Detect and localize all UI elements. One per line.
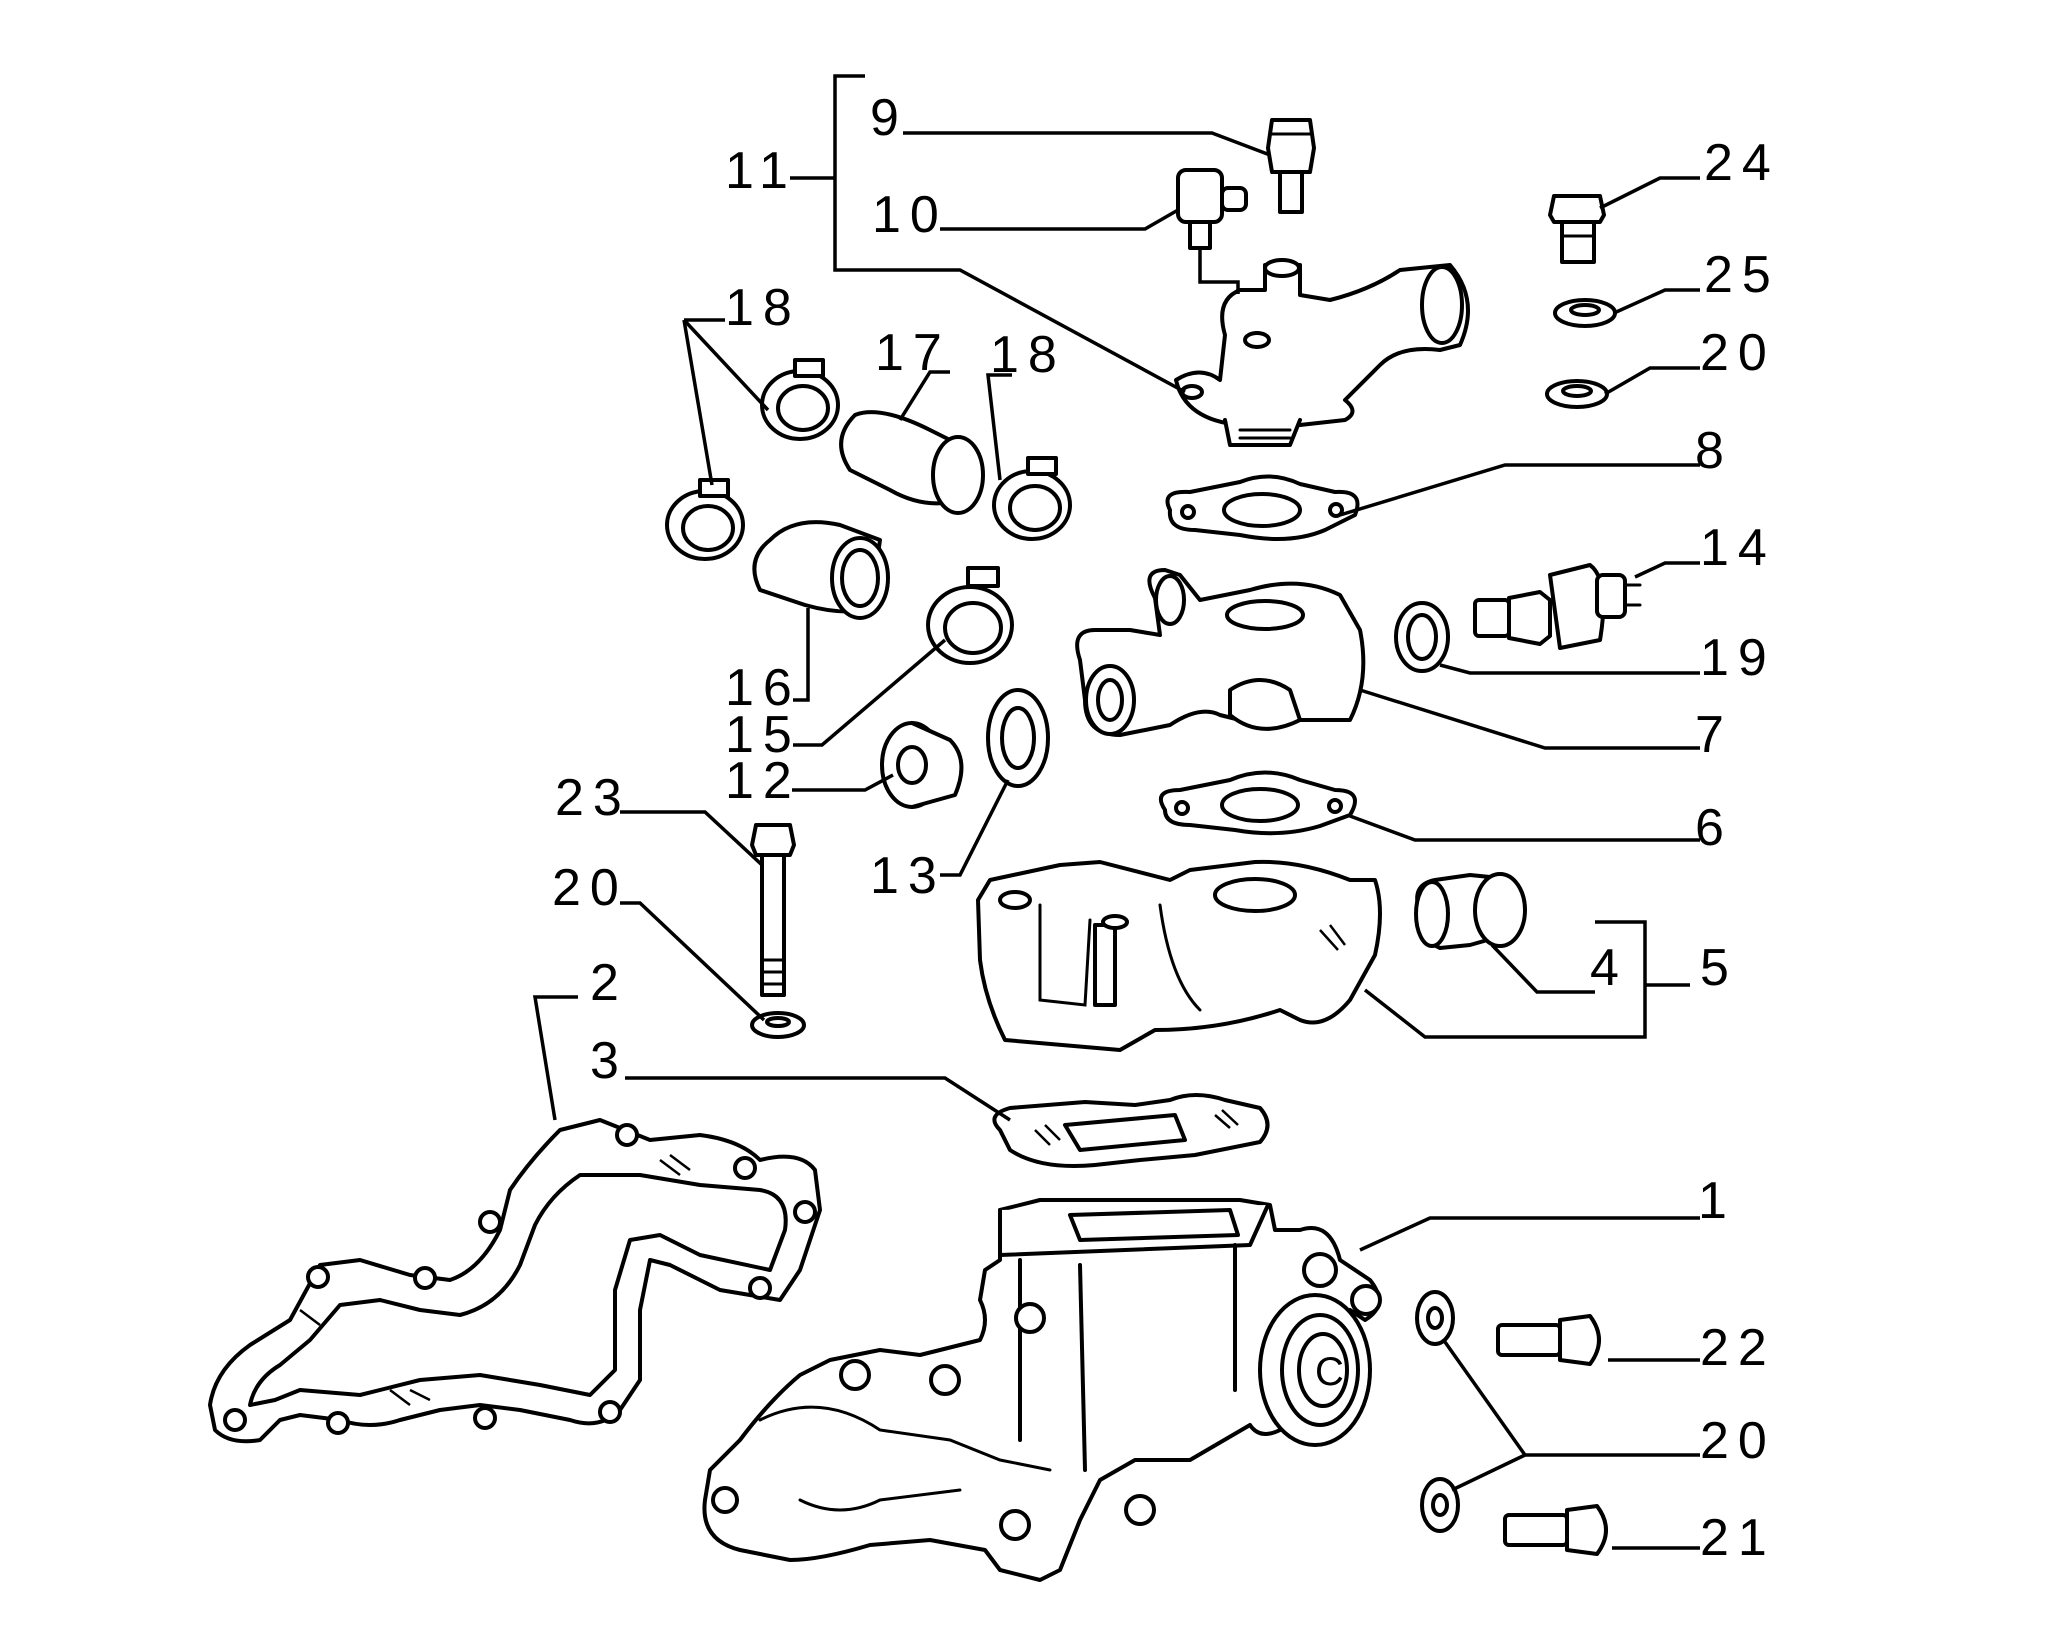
part-10-fitting [1176,168,1248,250]
callout-18-left: 18 [725,279,801,337]
callout-12: 12 [725,752,801,810]
leader-lines [532,74,1700,1550]
part-1-water-pump-body: C [702,1198,1382,1582]
callout-14: 14 [1700,519,1776,577]
callout-22: 22 [1700,1319,1776,1377]
part-13-sealing-ring [986,688,1050,788]
callout-19: 19 [1700,629,1776,687]
callout-9: 9 [870,89,908,147]
part-20-washer-left [750,1011,806,1039]
callout-18-right: 18 [990,326,1066,384]
part-6-gasket [1159,770,1357,836]
part-18-hose-clamp-right [992,456,1072,541]
callout-15: 15 [725,706,801,764]
svg-text:C: C [1315,1350,1344,1394]
callout-16: 16 [725,659,801,717]
callout-13: 13 [870,847,946,905]
part-14-temp-sender [1473,563,1642,650]
part-18-hose-clamp-upper [760,358,840,441]
callout-2: 2 [590,954,628,1012]
callout-20-bottom: 20 [1700,1412,1776,1470]
part-12-plug [880,721,964,809]
part-22-bolt [1496,1314,1601,1366]
part-4-flange-pipe [1414,872,1527,950]
part-2-large-gasket [208,1118,822,1444]
callout-21: 21 [1700,1509,1776,1567]
part-20-washer-upper-right [1415,1290,1455,1346]
callout-20-left: 20 [552,859,628,917]
callout-4: 4 [1590,939,1628,997]
callout-25: 25 [1704,246,1780,304]
callout-23: 23 [555,769,631,827]
callout-5: 5 [1700,939,1738,997]
callout-10: 10 [872,186,948,244]
part-11-thermostat-cover [1174,258,1470,447]
callout-8: 8 [1695,422,1733,480]
part-24-plug-screw [1548,194,1606,264]
callout-24: 24 [1704,134,1780,192]
part-16-hose [752,520,890,620]
part-8-gasket [1165,474,1360,541]
part-18-hose-clamp-lower [665,478,745,561]
part-21-bolt [1503,1504,1608,1556]
callout-17: 17 [875,324,951,382]
part-20-washer-lower-right [1420,1477,1460,1533]
part-9-bleed-screw [1266,118,1316,214]
part-15-hose-clamp [926,566,1014,665]
callout-3: 3 [590,1032,628,1090]
part-19-o-ring [1394,601,1450,673]
callout-6: 6 [1695,799,1733,857]
part-25-washer [1553,298,1617,328]
callout-1: 1 [1698,1172,1736,1230]
part-3-gasket [992,1093,1270,1168]
callout-labels: 9 11 10 24 25 20 18 17 18 8 14 19 16 15 … [552,89,1780,1567]
callout-11: 11 [725,142,797,200]
part-17-hose [839,410,985,515]
callout-20-top: 20 [1700,324,1776,382]
part-20-washer-top [1545,379,1609,409]
part-7-thermostat-body [1075,568,1366,737]
part-23-bolt [750,823,796,997]
callout-7: 7 [1695,706,1733,764]
part-5-outlet-housing [976,859,1382,1052]
